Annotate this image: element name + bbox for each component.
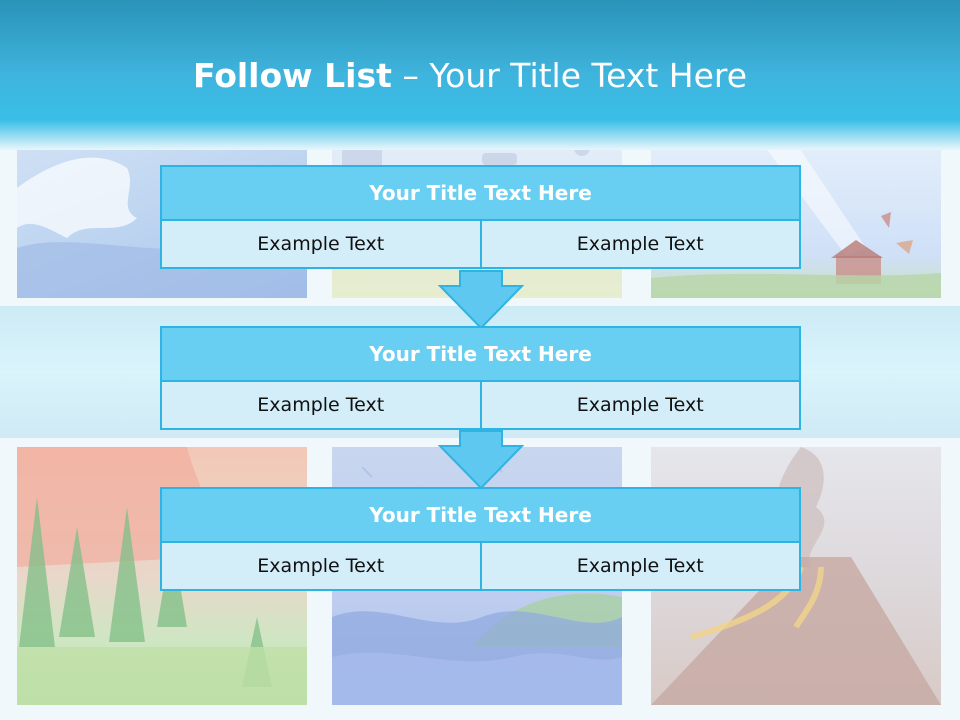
down-arrow-icon [438, 430, 524, 490]
block-row: Example Text Example Text [160, 541, 801, 591]
block-cell-right: Example Text [479, 541, 801, 591]
down-arrow-icon [438, 270, 524, 330]
title-bold: Follow List [192, 56, 392, 95]
block-cell-left: Example Text [160, 380, 482, 430]
title-header [0, 0, 960, 150]
block-cell-right: Example Text [479, 380, 801, 430]
block-title: Your Title Text Here [160, 487, 801, 543]
slide-title: Follow List – Your Title Text Here [0, 56, 940, 95]
block-cell-left: Example Text [160, 219, 482, 269]
block-title: Your Title Text Here [160, 326, 801, 382]
block-row: Example Text Example Text [160, 219, 801, 269]
list-block: Your Title Text Here Example Text Exampl… [160, 165, 801, 269]
list-block: Your Title Text Here Example Text Exampl… [160, 326, 801, 430]
title-rest: – Your Title Text Here [391, 56, 748, 95]
block-row: Example Text Example Text [160, 380, 801, 430]
block-cell-right: Example Text [479, 219, 801, 269]
block-cell-left: Example Text [160, 541, 482, 591]
list-block: Your Title Text Here Example Text Exampl… [160, 487, 801, 591]
block-title: Your Title Text Here [160, 165, 801, 221]
